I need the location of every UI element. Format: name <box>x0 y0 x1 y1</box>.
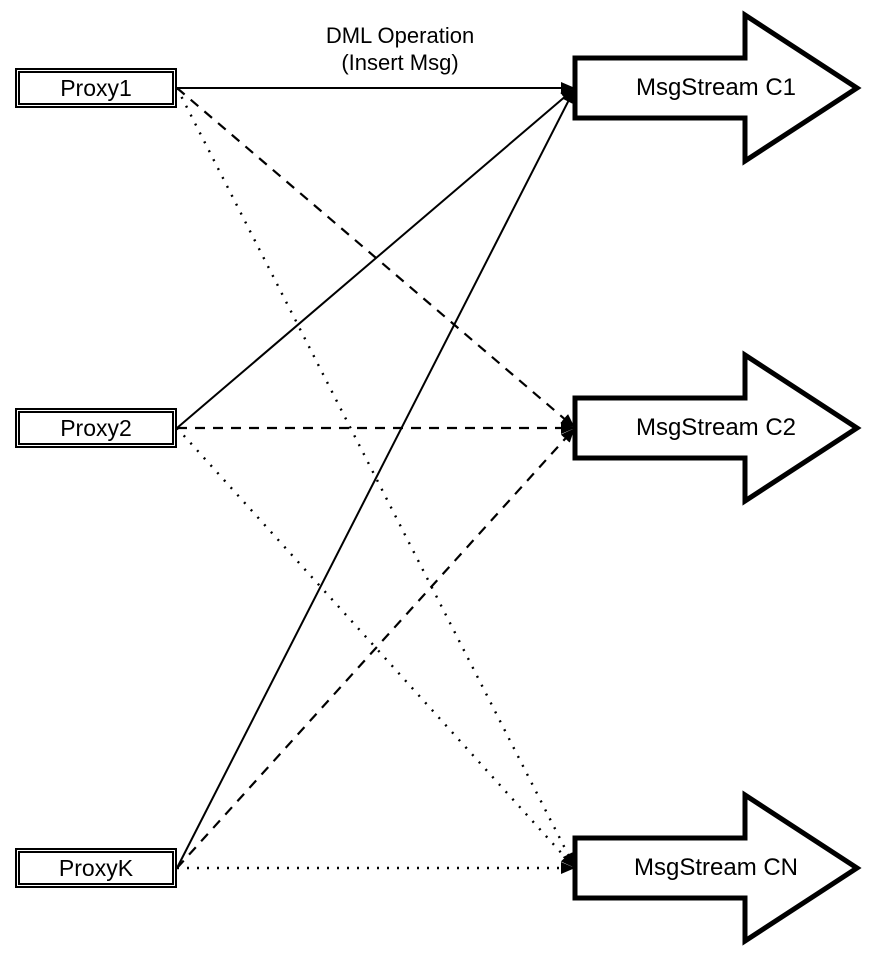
msgstream-c1-label: MsgStream C1 <box>635 74 797 101</box>
msgstream-cn-label: MsgStream CN <box>633 854 799 881</box>
msgstream-c2-arrow-shape <box>572 350 862 506</box>
msgstream-cn-arrow-shape <box>572 790 862 946</box>
connector-proxy1-msgstream-c2 <box>176 87 575 428</box>
proxy2-label: Proxy2 <box>60 414 132 441</box>
dml-operation-line2: (Insert Msg) <box>341 50 459 75</box>
dml-operation-label: DML Operation (Insert Msg) <box>290 22 510 76</box>
dml-operation-line1: DML Operation <box>325 23 475 48</box>
connector-proxyk-msgstream-c2 <box>176 428 575 869</box>
proxy1-box: Proxy1 <box>15 68 177 108</box>
msgstream-c1-arrow-shape <box>572 10 862 166</box>
proxyk-label: ProxyK <box>58 854 134 881</box>
proxy1-label: Proxy1 <box>60 74 132 101</box>
connector-proxyk-msgstream-c1 <box>176 89 575 869</box>
msgstream-c2-label: MsgStream C2 <box>635 414 797 441</box>
proxy2-box: Proxy2 <box>15 408 177 448</box>
proxyk-box: ProxyK <box>15 848 177 888</box>
